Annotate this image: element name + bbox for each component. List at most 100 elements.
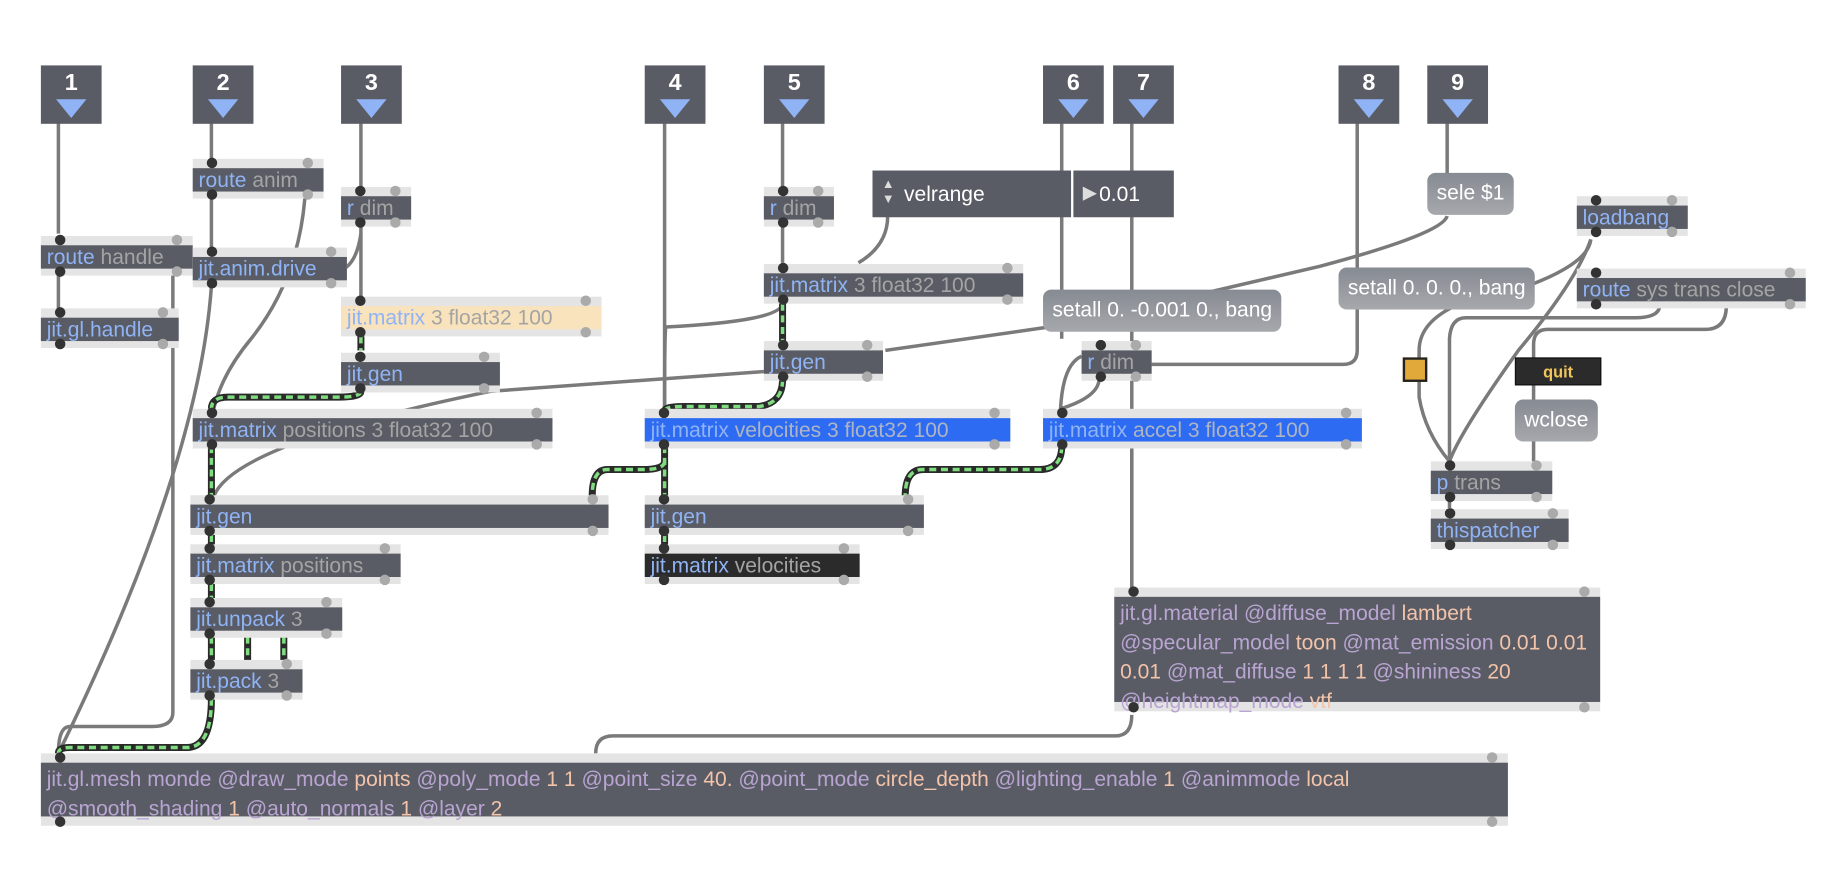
- inlet-port[interactable]: [390, 185, 401, 197]
- outlet-port[interactable]: [325, 277, 337, 289]
- jit-matrix-velocities-object[interactable]: jit.matrix velocities: [644, 543, 860, 586]
- inlet-7[interactable]: 7: [1113, 65, 1174, 124]
- inlet-port[interactable]: [1444, 508, 1456, 519]
- jit-gen-object[interactable]: jit.gen: [763, 339, 884, 382]
- inlet-port[interactable]: [1057, 407, 1068, 419]
- outlet-port[interactable]: [1531, 491, 1542, 503]
- route-anim-object[interactable]: route anim: [192, 157, 324, 200]
- outlet-port[interactable]: [204, 628, 215, 639]
- inlet-port[interactable]: [1130, 339, 1142, 351]
- inlet-port[interactable]: [355, 295, 366, 307]
- outlet-port[interactable]: [777, 294, 789, 305]
- outlet-port[interactable]: [157, 338, 169, 350]
- r-dim-object[interactable]: r dim: [1081, 339, 1152, 382]
- inlet-8[interactable]: 8: [1338, 65, 1400, 124]
- inlet-port[interactable]: [658, 494, 670, 505]
- outlet-port[interactable]: [1444, 491, 1456, 503]
- inlet-port[interactable]: [204, 658, 215, 670]
- outlet-port[interactable]: [1784, 299, 1796, 310]
- setall-accel-message[interactable]: setall 0. -0.001 0., bang: [1043, 289, 1282, 332]
- inlet-port[interactable]: [777, 339, 789, 351]
- inlet-port[interactable]: [989, 407, 1000, 419]
- inlet-port[interactable]: [1579, 586, 1590, 597]
- loadbang-object[interactable]: loadbang: [1576, 195, 1688, 238]
- jit-unpack-object[interactable]: jit.unpack 3: [190, 596, 343, 639]
- outlet-port[interactable]: [1130, 371, 1142, 382]
- outlet-port[interactable]: [281, 690, 292, 701]
- outlet-port[interactable]: [861, 371, 873, 382]
- outlet-port[interactable]: [1002, 294, 1013, 305]
- velrange-number-box[interactable]: ▶ 0.01: [1073, 170, 1174, 218]
- jit-matrix-accel-object[interactable]: jit.matrix accel 3 float32 100: [1043, 407, 1362, 450]
- inlet-port[interactable]: [658, 407, 670, 419]
- quit-message[interactable]: quit: [1514, 357, 1602, 386]
- toggle[interactable]: [1402, 357, 1428, 382]
- inlet-port[interactable]: [1002, 262, 1013, 274]
- outlet-port[interactable]: [355, 327, 366, 338]
- inlet-port[interactable]: [1666, 195, 1678, 206]
- inlet-port[interactable]: [1590, 267, 1602, 278]
- outlet-port[interactable]: [54, 816, 66, 827]
- outlet-port[interactable]: [206, 189, 218, 200]
- inlet-port[interactable]: [838, 543, 850, 554]
- jit-matrix-positions-object[interactable]: jit.matrix positions 3 float32 100: [192, 407, 553, 450]
- jit-gen-object[interactable]: jit.gen: [190, 494, 609, 537]
- inlet-5[interactable]: 5: [763, 65, 825, 124]
- outlet-port[interactable]: [355, 217, 366, 228]
- outlet-port[interactable]: [321, 628, 332, 639]
- outlet-port[interactable]: [902, 525, 914, 537]
- jit-gl-mesh-object[interactable]: jit.gl.mesh monde @draw_mode points @pol…: [40, 752, 1508, 827]
- outlet-port[interactable]: [478, 383, 490, 394]
- inlet-port[interactable]: [355, 351, 366, 363]
- outlet-port[interactable]: [1486, 816, 1498, 827]
- inlet-port[interactable]: [1531, 460, 1542, 471]
- outlet-port[interactable]: [1590, 299, 1602, 310]
- thispatcher-object[interactable]: thispatcher: [1430, 508, 1569, 551]
- outlet-port[interactable]: [1095, 371, 1107, 382]
- inlet-port[interactable]: [902, 494, 914, 505]
- inlet-port[interactable]: [204, 596, 215, 608]
- inlet-3[interactable]: 3: [341, 65, 402, 124]
- outlet-port[interactable]: [658, 439, 670, 450]
- inlet-port[interactable]: [580, 295, 592, 307]
- inlet-port[interactable]: [54, 234, 66, 246]
- inlet-port[interactable]: [171, 234, 183, 246]
- outlet-port[interactable]: [54, 266, 66, 277]
- inlet-6[interactable]: 6: [1043, 65, 1104, 124]
- outlet-port[interactable]: [379, 574, 391, 586]
- inlet-port[interactable]: [1547, 508, 1559, 519]
- outlet-port[interactable]: [812, 217, 824, 228]
- jit-gl-material-object[interactable]: jit.gl.material @diffuse_model lambert @…: [1114, 586, 1601, 713]
- jit-matrix-object[interactable]: jit.matrix 3 float32 100: [341, 295, 602, 338]
- inlet-port[interactable]: [157, 307, 169, 318]
- outlet-port[interactable]: [1579, 701, 1590, 713]
- outlet-port[interactable]: [302, 189, 314, 200]
- inlet-port[interactable]: [1444, 460, 1456, 471]
- outlet-port[interactable]: [1340, 439, 1352, 450]
- outlet-port[interactable]: [204, 525, 215, 537]
- r-dim-object[interactable]: r dim: [341, 185, 412, 228]
- inlet-port[interactable]: [1128, 586, 1139, 597]
- outlet-port[interactable]: [658, 525, 670, 537]
- inlet-port[interactable]: [206, 246, 218, 257]
- inlet-port[interactable]: [1590, 195, 1602, 206]
- jit-gen-object[interactable]: jit.gen: [644, 494, 924, 537]
- outlet-port[interactable]: [777, 217, 789, 228]
- outlet-port[interactable]: [171, 266, 183, 277]
- jit-gl-handle-object[interactable]: jit.gl.handle: [40, 307, 179, 350]
- p-trans-object[interactable]: p trans: [1430, 460, 1553, 503]
- inlet-port[interactable]: [54, 752, 66, 763]
- jit-matrix-object[interactable]: jit.matrix 3 float32 100: [763, 262, 1024, 305]
- inlet-port[interactable]: [1095, 339, 1107, 351]
- outlet-port[interactable]: [1590, 226, 1602, 238]
- inlet-1[interactable]: 1: [40, 65, 102, 124]
- route-handle-object[interactable]: route handle: [40, 234, 193, 277]
- outlet-port[interactable]: [204, 690, 215, 701]
- inlet-port[interactable]: [54, 307, 66, 318]
- outlet-port[interactable]: [54, 338, 66, 350]
- sele-message[interactable]: sele $1: [1427, 172, 1514, 215]
- jit-matrix-velocities-object[interactable]: jit.matrix velocities 3 float32 100: [644, 407, 1011, 450]
- outlet-port[interactable]: [1444, 539, 1456, 551]
- inlet-2[interactable]: 2: [192, 65, 254, 124]
- inlet-port[interactable]: [1340, 407, 1352, 419]
